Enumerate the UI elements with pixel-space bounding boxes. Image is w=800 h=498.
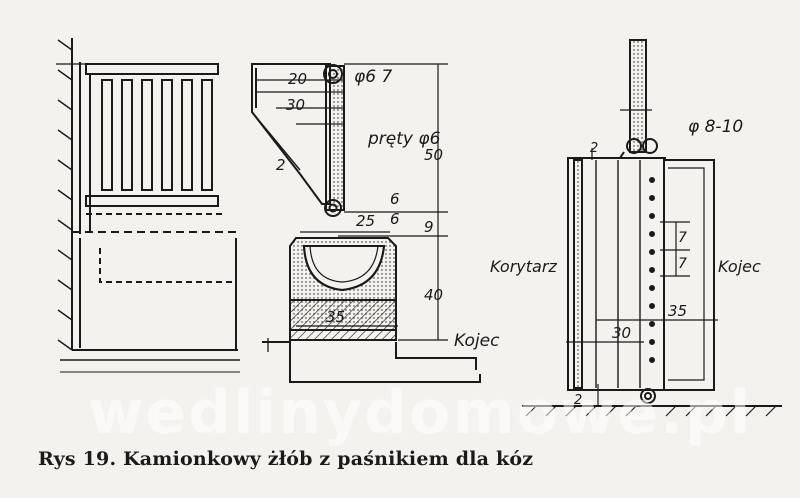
dim-7-b: 7: [678, 256, 687, 272]
kojec-left-label: Kojec: [454, 331, 500, 351]
middle-section-trough: [262, 237, 481, 383]
dim-7-a: 7: [678, 230, 687, 246]
right-view-rack: [618, 39, 666, 159]
dim-6-b: 6: [390, 210, 400, 228]
right-view-dimension-lines: [566, 148, 718, 406]
dim-20: 20: [288, 70, 307, 88]
dim-50: 50: [424, 146, 443, 164]
right-view-floor: [522, 405, 782, 417]
left-view-trough: [79, 238, 237, 350]
dim-2-right: 2: [590, 141, 598, 156]
dim-40: 40: [424, 286, 443, 304]
figure-caption: Rys 19. Kamionkowy żłób z paśnikiem dla …: [38, 448, 534, 470]
korytarz-label: Korytarz: [490, 257, 557, 276]
rod-top-label: φ6 7: [354, 67, 392, 87]
rods-label: pręty φ6: [367, 129, 441, 149]
left-view-rack: [56, 63, 240, 233]
dim-9: 9: [424, 218, 434, 236]
dim-35-right: 35: [668, 302, 687, 320]
dim-25: 25: [356, 212, 375, 230]
dim-30: 30: [286, 96, 305, 114]
dim-6-a: 6: [390, 190, 400, 208]
dim-30-right: 30: [612, 324, 631, 342]
dim-2-bottom: 2: [574, 393, 582, 408]
dim-2-left: 2: [276, 156, 286, 174]
watermark: wedlinydomowe.pl: [88, 378, 753, 448]
rod-right-label: φ 8-10: [688, 117, 743, 137]
middle-section-dimension-lines: [296, 63, 448, 341]
dim-35-left: 35: [326, 308, 345, 326]
kojec-right-label: Kojec: [718, 257, 761, 276]
left-view-wall: [57, 38, 240, 373]
middle-section-rack: [251, 63, 345, 217]
right-view-trough-body: [567, 157, 715, 404]
